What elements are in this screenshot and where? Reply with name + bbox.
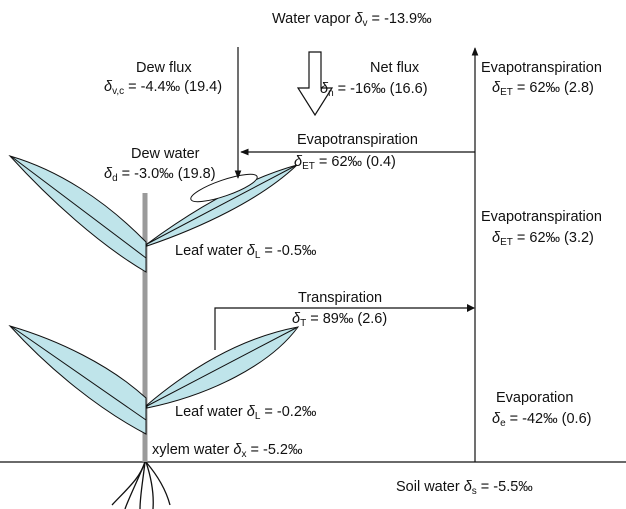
evaporation-value: δe = -42‰ (0.6) [492, 411, 592, 429]
evaporation-title: Evaporation [496, 390, 574, 406]
et-mid-right-value: δET = 62‰ (3.2) [492, 230, 594, 248]
net-flux-arrow [296, 51, 334, 117]
transpiration-value: δT = 89‰ (2.6) [292, 311, 388, 329]
leaf-water-lower: Leaf water δL = -0.2‰ [175, 404, 317, 422]
et-canopy-value: δET = 62‰ (0.4) [294, 154, 396, 172]
et-canopy-title: Evapotranspiration [297, 132, 418, 148]
net-flux-value: δn = -16‰ (16.6) [320, 81, 428, 99]
roots [111, 461, 171, 509]
dew-flux-value: δv,c = -4.4‰ (19.4) [104, 79, 223, 97]
net-flux-title: Net flux [370, 60, 420, 76]
dew-drop [190, 173, 258, 203]
dew-water-value: δd = -3.0‰ (19.8) [104, 166, 216, 184]
et-top-right-value: δET = 62‰ (2.8) [492, 80, 594, 98]
et-top-right-title: Evapotranspiration [481, 60, 602, 76]
et-mid-right-title: Evapotranspiration [481, 209, 602, 225]
transpiration-arrow [214, 307, 474, 350]
dew-water-title: Dew water [131, 146, 200, 162]
leaves [8, 155, 300, 435]
leaf-water-upper: Leaf water δL = -0.5‰ [175, 243, 317, 261]
soil-water-label: Soil water δs = -5.5‰ [396, 479, 533, 497]
transpiration-title: Transpiration [298, 290, 383, 306]
dew-flux-title: Dew flux [136, 60, 192, 76]
water-vapor-label: Water vapor δv = -13.9‰ [272, 11, 432, 29]
leaf-upper-left [8, 155, 147, 273]
leaf-lower-left [8, 325, 147, 435]
xylem-water-label: xylem water δx = -5.2‰ [152, 442, 303, 460]
